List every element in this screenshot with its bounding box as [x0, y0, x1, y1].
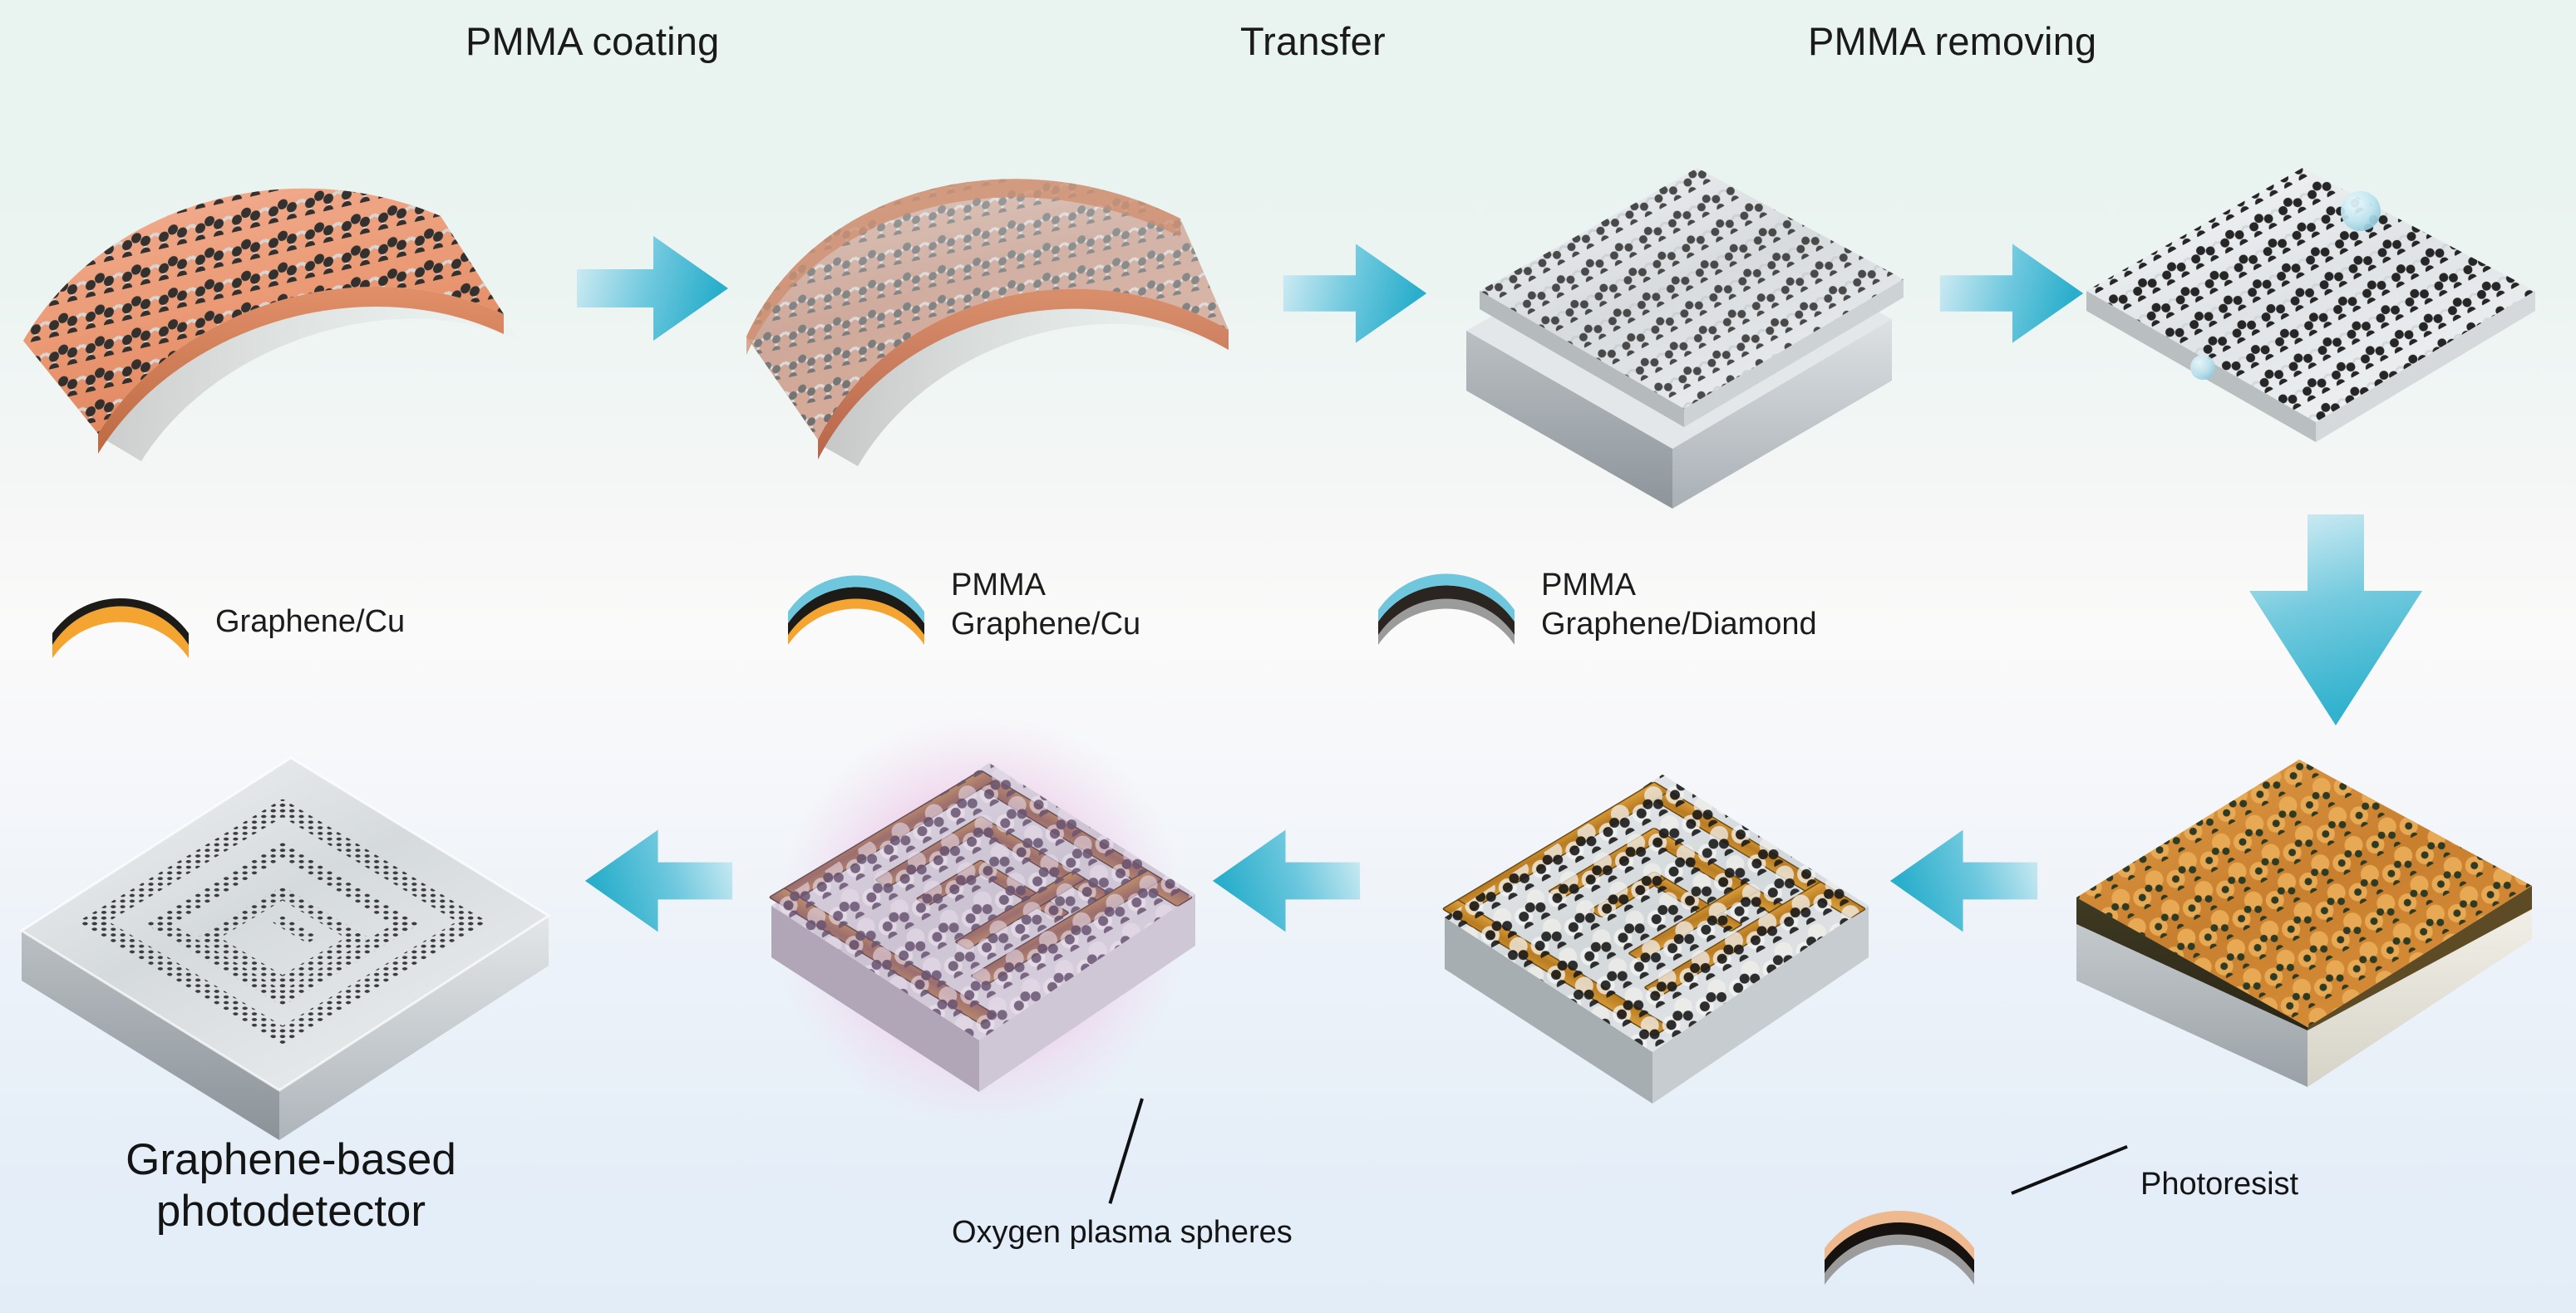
legend-label-pmma-graphene-cu: PMMA Graphene/Cu [951, 568, 1141, 642]
panel-graphene-on-diamond [2053, 133, 2569, 499]
graphene-layer [52, 598, 189, 645]
panel-graphene-on-copper [8, 91, 549, 515]
pmma-residue-bead [2341, 191, 2381, 231]
pmma-residue-bead [2190, 355, 2215, 380]
plasma-label: Oxygen plasma spheres [952, 1215, 1293, 1250]
step-caption-pmma-coating: PMMA coating [465, 19, 720, 63]
diamond-slab-right [279, 916, 549, 1140]
diamond-slab-left [2076, 924, 2308, 1087]
photoresist-leader-line [2011, 1144, 2128, 1195]
legend-item-pmma-graphene-cu: PMMA Graphene/Cu [781, 558, 1140, 651]
arrow-top-2 [1280, 233, 1430, 354]
graphene-layer [788, 587, 924, 635]
sheet-edge-right [1684, 279, 1904, 427]
panel-pmma-graphene-on-diamond [1396, 116, 1928, 515]
legend-label-graphene-cu: Graphene/Cu [215, 604, 406, 640]
arrow-bottom-2 [1209, 819, 1363, 943]
diamond-slab-right [979, 894, 1195, 1092]
arrow-bottom-3 [1887, 819, 2041, 943]
pmma-film-overlay [746, 179, 1229, 440]
diamond-slab-right [1652, 906, 1869, 1104]
copper-foil-edge [98, 286, 504, 454]
graphene-lattice [1480, 168, 1904, 409]
legend-swatch-pmma-graphene-diamond [1372, 558, 1521, 651]
panel-finished-photodetector [0, 723, 582, 1140]
step-caption-pmma-removing: PMMA removing [1808, 19, 2097, 63]
diamond-layer [1825, 1228, 1974, 1285]
photoresist-edge-right [2308, 886, 2532, 1030]
graphene-layer [1378, 585, 1515, 635]
photoresist-layer [1825, 1211, 1974, 1260]
diamond-surface-highlight [19, 756, 551, 1092]
legend-label-pmma-graphene-diamond: PMMA Graphene/Diamond [1541, 568, 1817, 642]
device-label: Graphene-based photodetector [126, 1135, 456, 1236]
panel-photoresist-patterned [1413, 731, 1887, 1122]
copper-foil-edge [818, 288, 1229, 460]
diamond-slab-right [1672, 319, 1892, 509]
arrow-bottom-1 [582, 819, 736, 943]
graphene-layer [1825, 1221, 1974, 1273]
diamond-slab-left [1445, 917, 1652, 1104]
arrow-left-glyph [1212, 829, 1361, 932]
arrow-top-1 [574, 226, 731, 351]
diamond-slab-left [1466, 331, 1672, 509]
step-caption-transfer: Transfer [1240, 19, 1386, 63]
photoresist-edge-left [2076, 897, 2308, 1030]
panel-oxygen-plasma-etch [723, 690, 1239, 1155]
arrow-right-down [2236, 511, 2436, 735]
legend-item-pmma-graphene-diamond: PMMA Graphene/Diamond [1372, 558, 1817, 651]
arrow-right-glyph [1283, 243, 1427, 343]
panel-pmma-coated-graphene-copper [715, 87, 1263, 519]
legend-swatch-graphene-cu [46, 582, 195, 662]
legend-swatch-photoresist [1816, 1197, 1982, 1291]
arrow-left-glyph [1889, 829, 2038, 932]
panel-photoresist-coated [2037, 731, 2560, 1097]
sheet-edge-left [1480, 291, 1684, 427]
arrow-right-glyph [577, 236, 728, 341]
arrow-down-glyph [2249, 514, 2422, 725]
pmma-layer [788, 575, 924, 623]
legend-swatch-pmma-graphene-cu [781, 558, 931, 651]
photoresist-label: Photoresist [2140, 1167, 2299, 1202]
legend-item-graphene-cu: Graphene/Cu [46, 582, 405, 662]
copper-foil-side [746, 179, 1180, 355]
diamond-slab-left [22, 931, 279, 1140]
diamond-edge-right [2316, 291, 2535, 442]
arrow-top-3 [1937, 233, 2086, 354]
graphene-electrode-pattern [79, 799, 486, 1044]
pmma-foil-shadow [823, 300, 1235, 466]
pmma-layer [1378, 573, 1515, 622]
copper-layer [52, 606, 189, 658]
arrow-right-glyph [1939, 243, 2084, 343]
diamond-slab-left [771, 906, 979, 1092]
arrow-left-glyph [584, 829, 733, 932]
legend-item-photoresist [1816, 1197, 1982, 1291]
